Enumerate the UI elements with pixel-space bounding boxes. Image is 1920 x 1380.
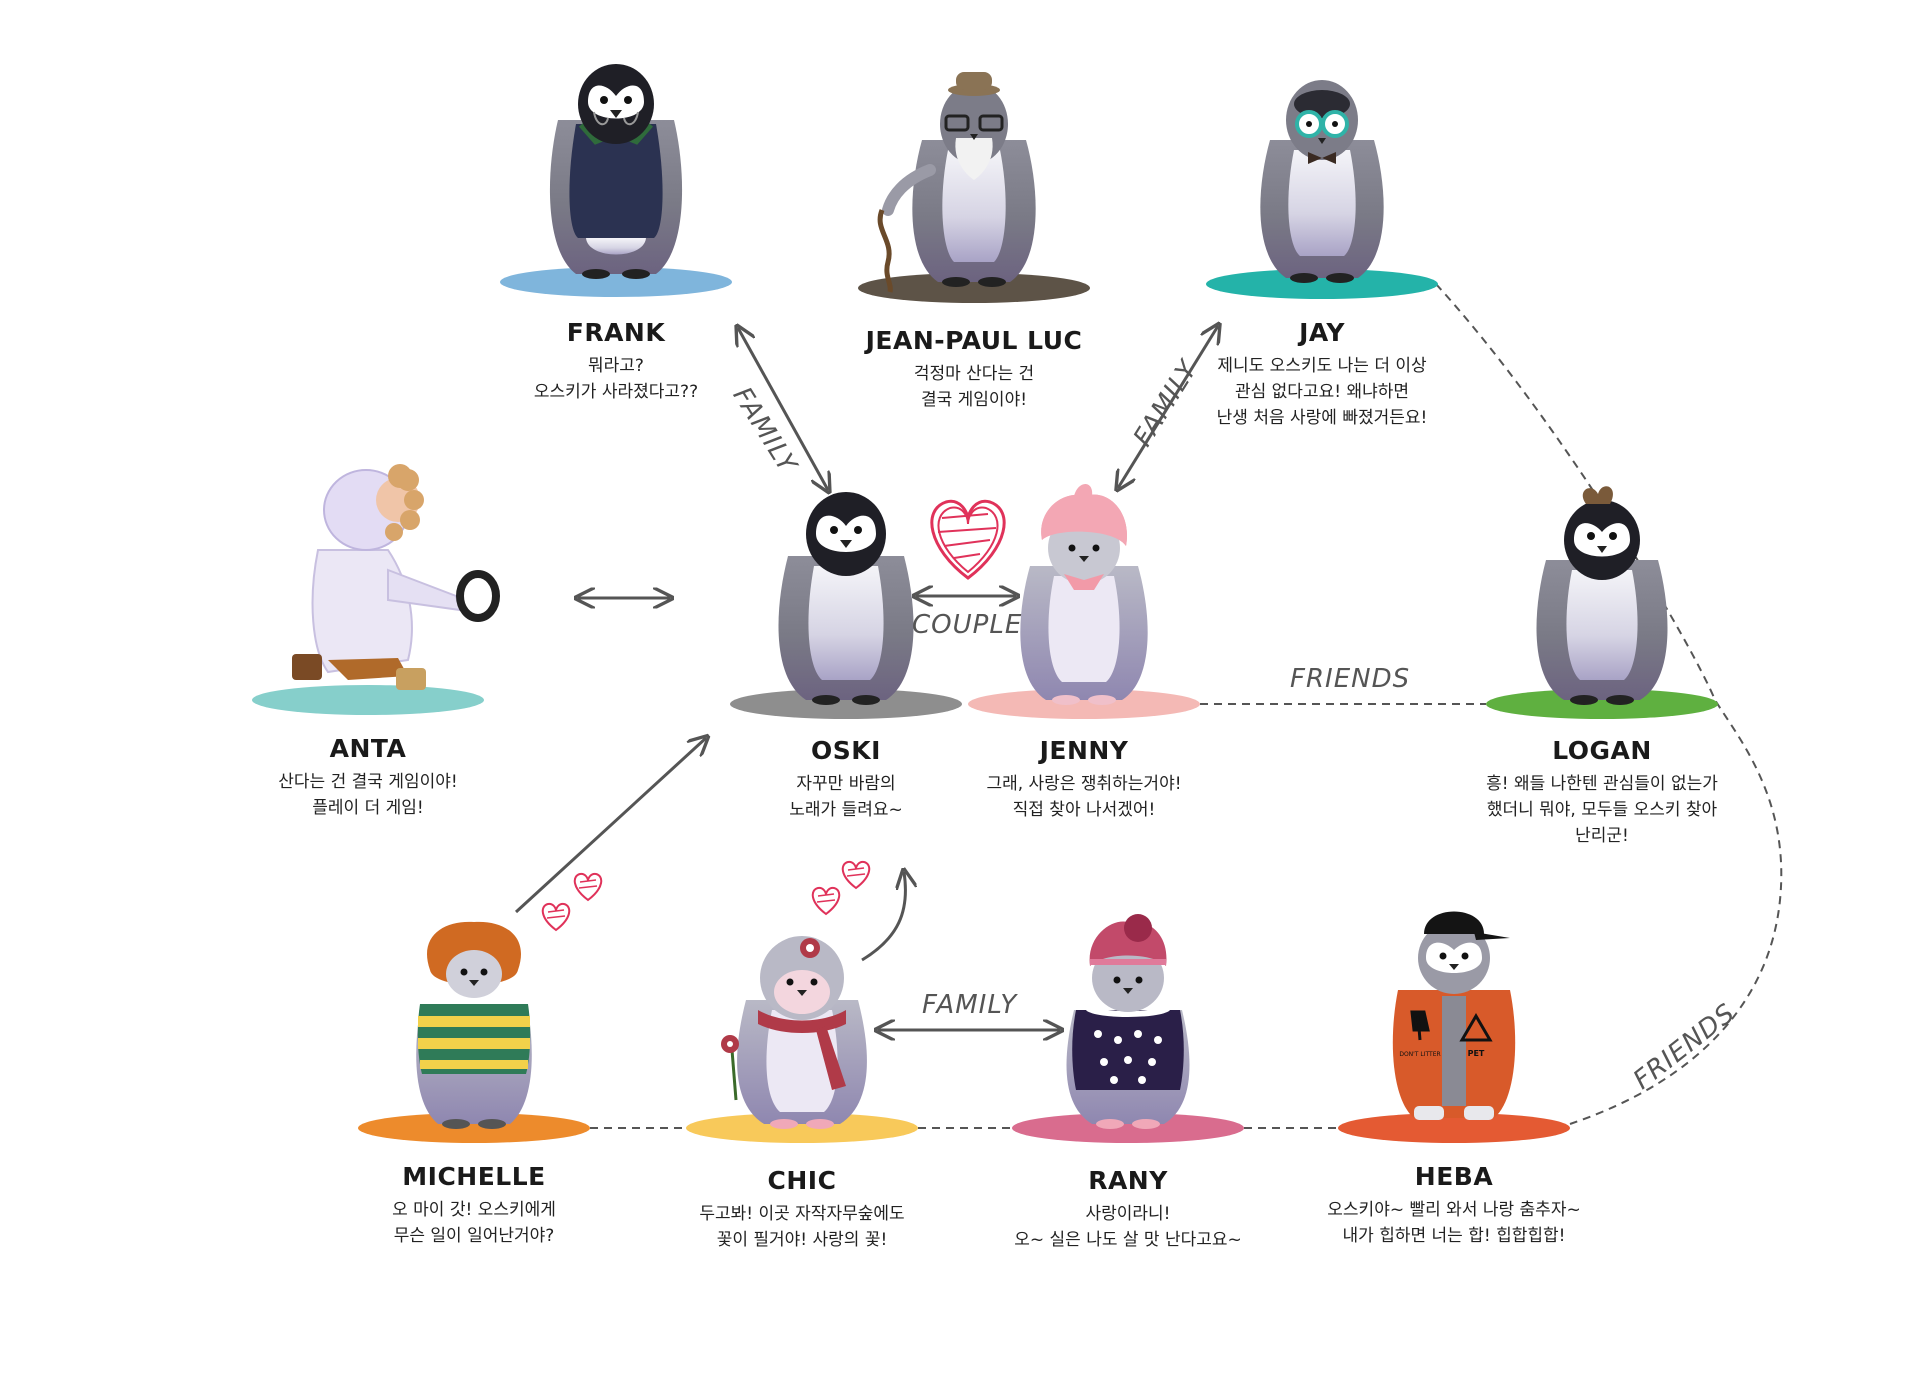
platforms [252,267,1718,1143]
character-line: 무슨 일이 일어난거야? [393,1226,555,1246]
character-line: 제니도 오스키도 나는 더 이상 [1217,356,1427,376]
anta-platform [252,685,484,715]
character-frank: FRANK 뭐라고? 오스키가 사라졌다고?? [436,318,796,405]
character-line: 플레이 더 게임! [312,798,424,818]
character-name: LOGAN [1552,736,1652,765]
character-line: 오 마이 갓! 오스키에게 [392,1200,556,1220]
character-line: 오~ 실은 나도 살 맛 난다고요~ [1014,1230,1242,1250]
label-family-bottom: FAMILY [922,990,1018,1020]
logan-penguin [1536,486,1668,705]
jay-platform [1206,269,1438,299]
character-chic: CHIC 두고봐! 이곳 자작자무숲에도 꽃이 필거야! 사랑의 꽃! [622,1166,982,1253]
character-name: JAY [1299,318,1345,347]
arrow-michelle-oski [514,738,706,914]
label-couple: COUPLE [912,610,1023,640]
character-line: 자꾸만 바람의 [796,774,896,794]
jay-penguin [1260,80,1384,283]
heba-platform [1338,1113,1570,1143]
jeanpaul-platform [858,273,1090,303]
heba-jacket-logo-right: PET [1468,1049,1485,1058]
oski-penguin [778,492,914,705]
chic-platform [686,1113,918,1143]
character-line: 산다는 건 결국 게임이야! [278,772,458,792]
character-line: 직접 찾아 나서겠어! [1012,800,1156,820]
jeanpaul-penguin [877,72,1036,293]
character-line: 뭐라고? [588,356,644,376]
arrow-frank-oski [738,328,828,490]
frank-platform [500,267,732,297]
jenny-platform [968,689,1200,719]
character-name: HEBA [1414,1162,1494,1191]
character-jeanpaul: JEAN-PAUL LUC 걱정마 산다는 건 결국 게임이야! [794,326,1154,413]
character-line: 했더니 뭐야, 모두들 오스키 찾아 [1486,800,1718,820]
heart-icon [930,499,1006,580]
small-heart-icon [573,872,603,902]
character-line: 결국 게임이야! [920,390,1028,410]
logan-platform [1486,689,1718,719]
jenny-penguin [1020,484,1148,705]
character-line: 난생 처음 사랑에 빠졌거든요! [1216,408,1428,428]
character-name: RANY [1088,1166,1168,1195]
dash-jay-heba [1435,283,1783,1125]
character-line: 꽃이 필거야! 사랑의 꽃! [716,1230,888,1250]
character-line: 노래가 들려요~ [789,800,903,820]
label-friends-logan: FRIENDS [1290,664,1411,694]
character-line: 두고봐! 이곳 자작자무숲에도 [699,1204,905,1224]
character-line: 사랑이라니! [1085,1204,1171,1224]
small-heart-icon [841,860,871,890]
character-name: ANTA [329,734,407,763]
michelle-penguin [416,921,532,1129]
arrow-chic-up [861,872,905,962]
small-heart-icon [811,886,841,916]
character-name: FRANK [566,318,666,347]
character-anta: ANTA 산다는 건 결국 게임이야! 플레이 더 게임! [188,734,548,821]
character-line: 난리군! [1575,826,1629,846]
character-michelle: MICHELLE 오 마이 갓! 오스키에게 무슨 일이 일어난거야? [294,1162,654,1249]
character-name: JENNY [1039,736,1129,765]
character-line: 흥! 왜들 나한텐 관심들이 없는가 [1486,774,1718,794]
character-name: MICHELLE [402,1162,546,1191]
character-heba: HEBA 오스키야~ 빨리 와서 나랑 춤추자~ 내가 힙하면 너는 합! 힙합… [1274,1162,1634,1249]
small-heart-icon [541,902,571,932]
heba-jacket-logo-left: DON'T LITTER [1399,1051,1440,1058]
rany-penguin [1066,914,1190,1129]
character-jay: JAY 제니도 오스키도 나는 더 이상 관심 없다고요! 왜냐하면 난생 처음… [1142,318,1502,431]
character-line: 관심 없다고요! 왜냐하면 [1234,382,1410,402]
character-name: CHIC [767,1166,837,1195]
chic-penguin [721,936,867,1129]
character-line: 내가 힙하면 너는 합! 힙합힙합! [1342,1226,1566,1246]
oski-platform [730,689,962,719]
character-name: OSKI [811,736,881,765]
rany-platform [1012,1113,1244,1143]
character-line: 걱정마 산다는 건 [913,364,1035,384]
heba-penguin: DON'T LITTER PET [1392,911,1516,1120]
character-line: 오스키가 사라졌다고?? [533,382,699,402]
anta-character [292,464,500,690]
connectors [514,283,1783,1129]
arrow-jay-jenny [1118,326,1218,488]
frank-penguin [549,64,683,279]
character-line: 그래, 사랑은 쟁취하는거야! [986,774,1182,794]
michelle-platform [358,1113,590,1143]
character-name: JEAN-PAUL LUC [865,326,1083,355]
character-line: 오스키야~ 빨리 와서 나랑 춤추자~ [1327,1200,1581,1220]
character-logan: LOGAN 흥! 왜들 나한텐 관심들이 없는가 했더니 뭐야, 모두들 오스키… [1422,736,1782,849]
character-rany: RANY 사랑이라니! 오~ 실은 나도 살 맛 난다고요~ [948,1166,1308,1253]
character-jenny: JENNY 그래, 사랑은 쟁취하는거야! 직접 찾아 나서겠어! [904,736,1264,823]
character-oski: OSKI 자꾸만 바람의 노래가 들려요~ [666,736,1026,823]
